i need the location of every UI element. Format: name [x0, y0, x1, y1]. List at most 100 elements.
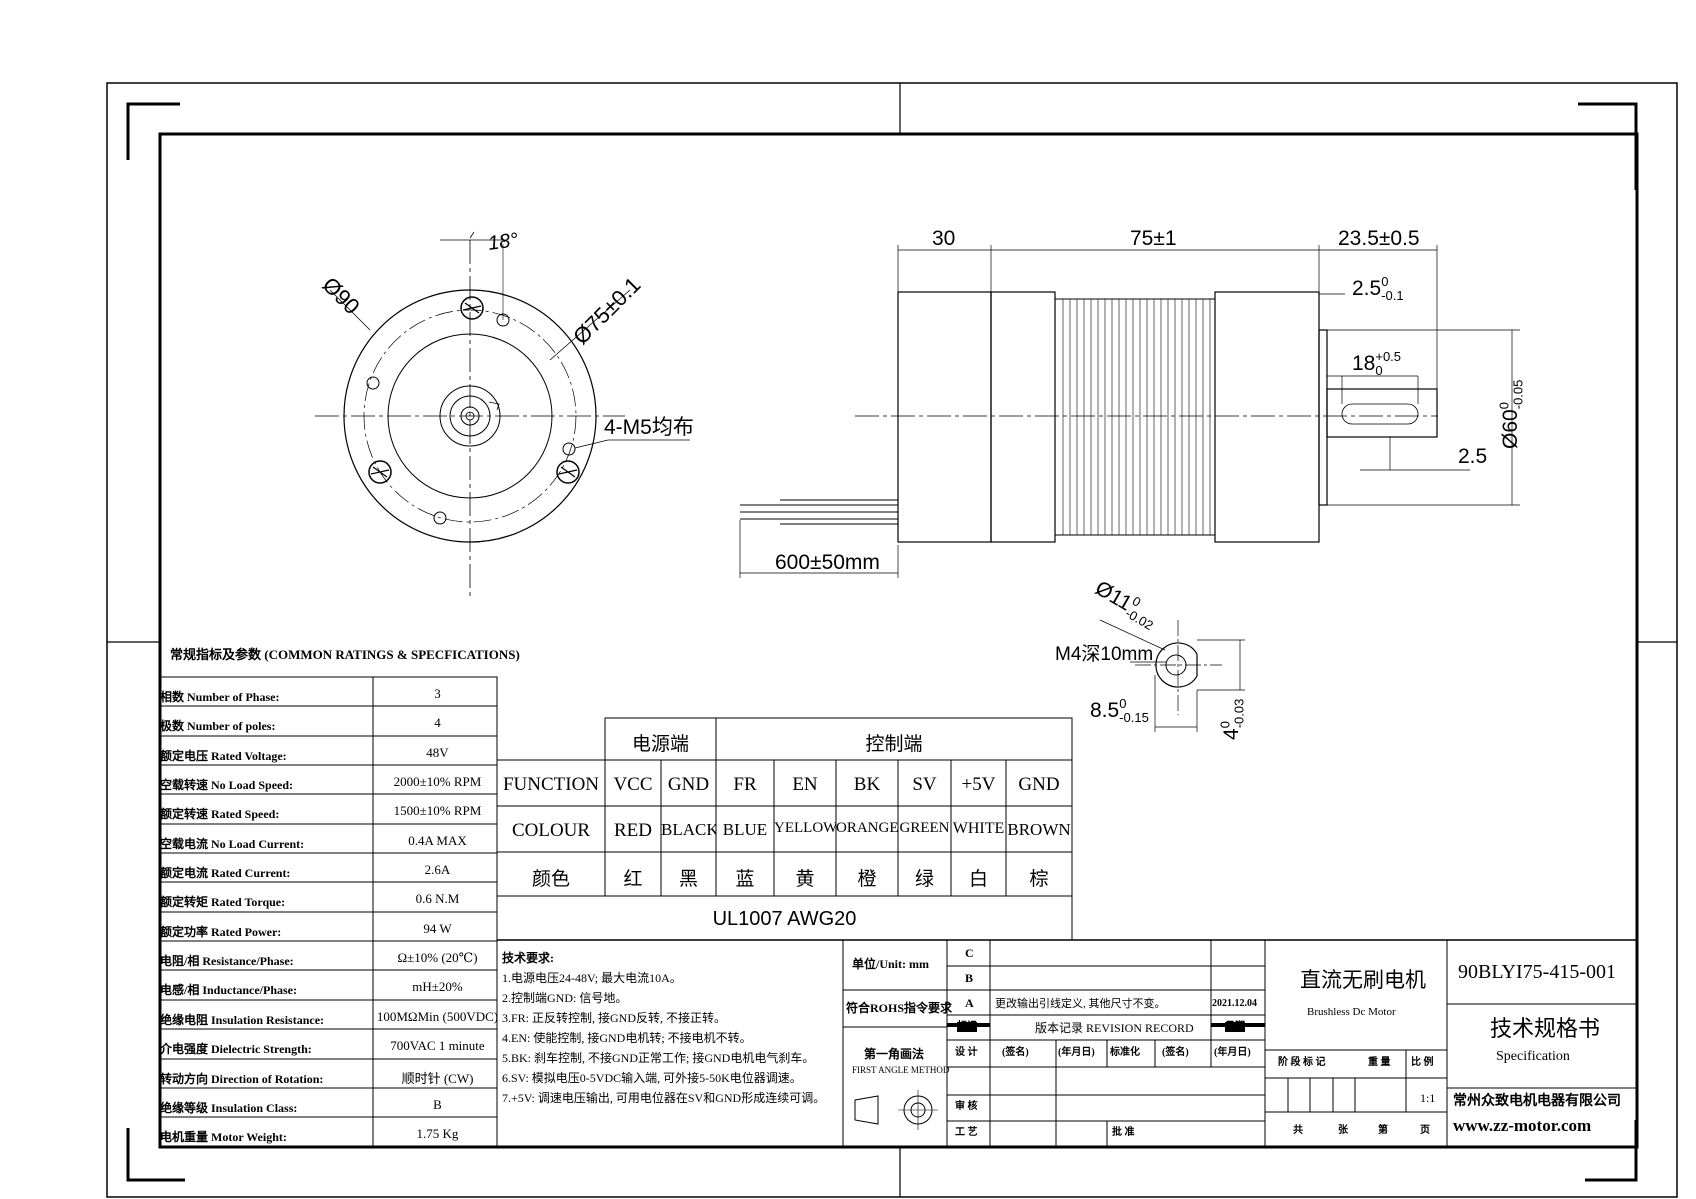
spec-value-rated-speed: 1500±10% RPM: [393, 803, 482, 818]
spec-value-resistance: Ω±10% (20℃): [397, 950, 478, 965]
spec-label-insulation-class: 绝缘等级 Insulation Class:: [160, 1101, 298, 1115]
spec-value-noload-current: 0.4A MAX: [408, 833, 467, 848]
spec-value-noload-speed: 2000±10% RPM: [393, 774, 482, 789]
wiring-cell: BK: [853, 774, 881, 795]
tech-req-line: 1.电源电压24-48V; 最大电流10A。: [502, 971, 682, 985]
side-view: [739, 245, 1520, 578]
dim-75: 75±1: [1130, 227, 1177, 250]
corner-marks: [126, 102, 1638, 1182]
wiring-cell: 橙: [857, 869, 877, 890]
wiring-cell: FR: [733, 774, 757, 795]
rev-change: 更改输出引线定义, 其他尺寸不变。: [995, 998, 1166, 1010]
spec-label-weight: 电机重量 Motor Weight:: [160, 1130, 287, 1144]
approve-label: 批 准: [1112, 1127, 1135, 1138]
outer-frame: [106, 82, 1678, 1198]
tech-req-line: 4.EN: 使能控制, 接GND电机转; 不接电机不转。: [502, 1031, 752, 1045]
spec-value-voltage: 48V: [426, 745, 449, 760]
wiring-cell: GND: [1018, 774, 1060, 795]
product-name-en: Brushless Dc Motor: [1307, 1006, 1396, 1018]
spec-label-phase: 相数 Number of Phase:: [160, 690, 280, 704]
projection-label-en: FIRST ANGLE METHOD: [852, 1065, 950, 1075]
wiring-cell: 绿: [914, 869, 934, 890]
tech-req-line: 5.BK: 刹车控制, 不接GND正常工作; 接GND电机电气刹车。: [502, 1051, 815, 1065]
wiring-cell: +5V: [961, 774, 996, 795]
first-angle-symbol: [850, 1090, 945, 1130]
spec-label-torque: 额定转矩 Rated Torque:: [160, 895, 286, 909]
date2: (年月日): [1214, 1047, 1251, 1058]
sheets-total-unit: 张: [1338, 1125, 1348, 1136]
projection-label: 第一角画法: [864, 1047, 925, 1061]
spec-label-rated-current: 额定电流 Rated Current:: [160, 866, 291, 880]
dim-cable-length: 600±50mm: [775, 551, 880, 574]
spec-value-phase: 3: [434, 686, 441, 701]
sheets-total: 共: [1293, 1125, 1303, 1136]
rev-date: 2021.12.04: [1212, 998, 1257, 1009]
tech-req-title: 技术要求:: [502, 951, 554, 965]
wiring-cell: BROWN: [1007, 820, 1071, 839]
wiring-cell: 白: [968, 869, 988, 890]
wiring-cell: 棕: [1029, 869, 1049, 890]
wiring-cell: EN: [792, 774, 818, 795]
spec-value-insulation-class: B: [433, 1097, 442, 1112]
front-view: [315, 231, 690, 600]
wiring-cell: RED: [614, 820, 652, 841]
wiring-cell: 颜色: [531, 869, 570, 890]
spec-label-power: 额定功率 Rated Power:: [160, 925, 282, 939]
spec-label-insulation-res: 绝缘电阻 Insulation Resistance:: [160, 1013, 325, 1027]
sign1: (签名): [1002, 1047, 1029, 1058]
spec-value-weight: 1.75 Kg: [416, 1126, 459, 1141]
wiring-cell: WHITE: [952, 820, 1005, 837]
doc-title-en: Specification: [1496, 1049, 1570, 1064]
spec-value-power: 94 W: [423, 921, 452, 936]
spec-value-torque: 0.6 N.M: [415, 891, 460, 906]
sign2: (签名): [1162, 1047, 1189, 1058]
weight-header: 重 量: [1368, 1057, 1391, 1068]
spec-label-dielectric: 介电强度 Dielectric Strength:: [160, 1042, 312, 1056]
dim-30: 30: [932, 227, 956, 250]
dim-2-5-shaft: 2.5: [1458, 445, 1488, 468]
spec-label-noload-current: 空载电流 No Load Current:: [160, 837, 305, 851]
tech-req-line: 3.FR: 正反转控制, 接GND反转, 不接正转。: [502, 1011, 727, 1025]
check-label: 审 核: [955, 1101, 978, 1112]
wiring-cell: YELLOW: [774, 820, 836, 836]
spec-value-rated-current: 2.6A: [424, 862, 451, 877]
rev-c: C: [965, 946, 974, 960]
rev-date-label: 日期: [1225, 1021, 1245, 1032]
wiring-cell: 红: [623, 869, 643, 890]
spec-label-noload-speed: 空载转速 No Load Speed:: [160, 778, 294, 792]
wiring-cell: SV: [912, 774, 937, 795]
wiring-cell: 黄: [795, 869, 815, 890]
design-label: 设 计: [955, 1047, 978, 1058]
rev-b: B: [965, 971, 974, 985]
date1: (年月日): [1058, 1047, 1095, 1058]
rev-mark-label: 标记: [957, 1021, 977, 1032]
rev-a: A: [965, 996, 974, 1010]
wiring-power-header: 电源端: [631, 734, 689, 755]
tech-req-line: 6.SV: 模拟电压0-5VDC输入端, 可外接5-50K电位器调速。: [502, 1071, 802, 1085]
wiring-cell: COLOUR: [511, 820, 591, 841]
inner-frame: [158, 132, 1639, 1149]
scale-header: 比 例: [1411, 1057, 1434, 1068]
wiring-cable-spec: UL1007 AWG20: [712, 908, 857, 930]
wiring-cell: BLUE: [722, 820, 768, 839]
spec-value-poles: 4: [434, 715, 441, 730]
rohs-label: 符合ROHS指令要求: [846, 1001, 953, 1015]
spec-label-poles: 极数 Number of poles:: [160, 719, 276, 733]
tech-req-line: 7.+5V: 调速电压输出, 可用电位器在SV和GND形成连续可调。: [502, 1091, 826, 1105]
wiring-cell: BLACK: [661, 820, 716, 839]
sheet-number: 第: [1378, 1125, 1388, 1136]
dim-thread: M4深10mm: [1055, 644, 1154, 665]
company-name: 常州众致电机电器有限公司: [1453, 1094, 1621, 1109]
product-name: 直流无刷电机: [1300, 968, 1426, 992]
spec-value-inductance: mH±20%: [412, 979, 463, 994]
doc-title: 技术规格书: [1490, 1016, 1601, 1041]
unit-label: 单位/Unit: mm: [852, 957, 929, 971]
sheet-number-unit: 页: [1420, 1125, 1430, 1136]
spec-value-rotation: 顺时针 (CW): [401, 1071, 474, 1086]
spec-value-insulation-res: 100MΩMin (500VDC): [376, 1009, 499, 1024]
stage-header: 阶 段 标 记: [1278, 1057, 1326, 1068]
